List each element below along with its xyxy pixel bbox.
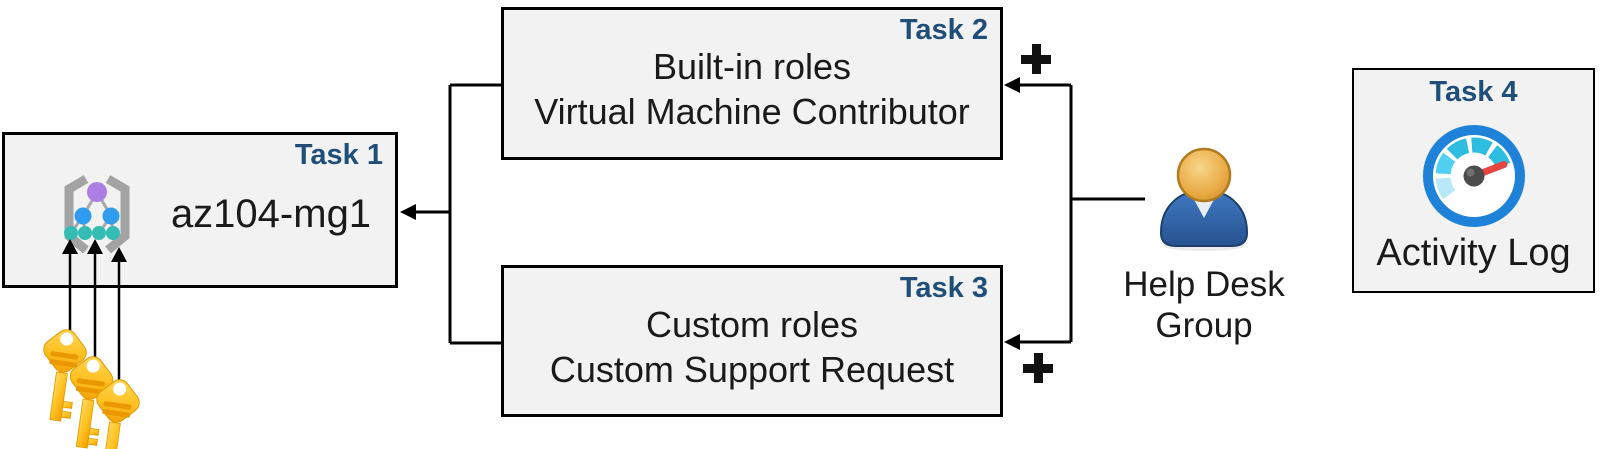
gauge-icon (1422, 125, 1525, 227)
task2-line2: Virtual Machine Contributor (534, 91, 970, 132)
task3-text: Custom roles Custom Support Request (504, 302, 1000, 392)
help-desk-line2: Group (1155, 306, 1253, 345)
task4-title: Activity Log (1376, 232, 1571, 274)
task2-label: Task 2 (899, 14, 988, 46)
management-group-icon (64, 175, 130, 254)
arrowhead-task3 (1004, 334, 1020, 350)
task1-label: Task 1 (294, 139, 383, 171)
task2-line1: Built-in roles (652, 46, 852, 87)
task3-label: Task 3 (899, 272, 988, 304)
task2-text: Built-in roles Virtual Machine Contribut… (504, 44, 1000, 134)
task1-title: az104-mg1 (170, 192, 372, 236)
keys-icon (29, 321, 148, 449)
arrowhead-task1 (400, 204, 416, 220)
help-desk-group: Help Desk Group (1114, 146, 1294, 346)
help-desk-line1: Help Desk (1123, 265, 1285, 304)
plus-icon-task3 (1023, 353, 1053, 383)
plus-icon-task2 (1021, 44, 1051, 74)
arrowhead-task2 (1004, 77, 1020, 93)
task2-box: Task 2 Built-in roles Virtual Machine Co… (501, 7, 1003, 160)
task3-line1: Custom roles (645, 304, 859, 345)
task4-box: Task 4 Activity Log (1352, 68, 1595, 293)
task3-box: Task 3 Custom roles Custom Support Reque… (501, 265, 1003, 417)
person-icon (1159, 147, 1249, 251)
task1-box: Task 1 az104-mg1 (2, 132, 398, 288)
task3-line2: Custom Support Request (549, 349, 955, 390)
help-desk-label: Help Desk Group (1123, 264, 1284, 346)
task4-label: Task 4 (1429, 76, 1518, 108)
